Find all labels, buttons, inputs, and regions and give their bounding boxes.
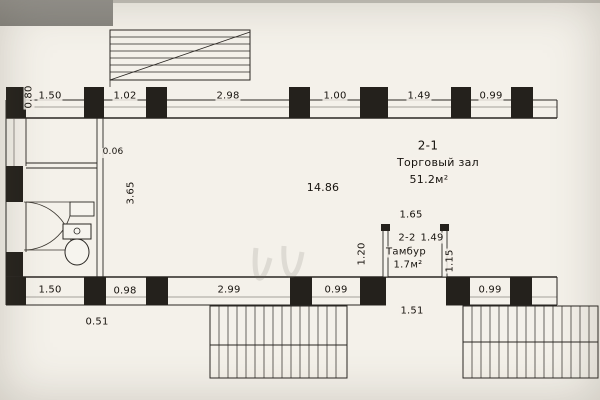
bottom-wall-piers: [6, 277, 532, 305]
scan-edge: [0, 0, 600, 3]
toilet-button: [73, 227, 81, 235]
dim-top-3: 2.98: [215, 90, 241, 102]
dim-entry-width: 1.51: [399, 305, 425, 317]
dim-top-0: 0.80: [23, 84, 35, 110]
room-area-vestibule: 1.7м²: [392, 259, 424, 271]
toilet-bowl: [64, 238, 90, 266]
interior-partitions: [26, 118, 104, 277]
dim-top-2: 1.02: [112, 90, 138, 102]
room-number-main: 2-1: [416, 138, 440, 153]
room-number-vestibule: 2-2: [397, 232, 417, 244]
stairs-bottom-center: [209, 305, 348, 379]
watermark-smudge: [252, 245, 305, 281]
dim-bottom-3: 0.99: [323, 284, 349, 296]
toilet-fixtures: [62, 201, 95, 266]
dim-top-4: 1.00: [322, 90, 348, 102]
stairs-bottom-right: [462, 305, 599, 379]
sink: [69, 201, 95, 217]
room-name-vestibule: Тамбур: [384, 246, 428, 258]
bottom-wall: [6, 276, 558, 306]
dim-bottom-2: 2.99: [216, 284, 242, 296]
left-wall-piers: [6, 166, 23, 277]
stairs-top: [109, 29, 251, 87]
room-area-main: 51.2м²: [408, 172, 450, 187]
dim-vestibule-width: 1.65: [398, 209, 424, 221]
dim-top-5: 1.49: [406, 90, 432, 102]
dim-top-1: 1.50: [37, 90, 63, 102]
top-wall-piers: [6, 87, 533, 118]
dim-top-6: 0.99: [478, 90, 504, 102]
dim-partition-offset: 0.06: [101, 147, 125, 158]
dim-bottom-4: 0.99: [477, 284, 503, 296]
dim-bottom-0: 1.50: [37, 284, 63, 296]
dim-vestibule-aux: 1.49: [419, 232, 445, 244]
dim-hall-width: 3.65: [125, 180, 137, 206]
dim-vestibule-depth-right: 1.15: [444, 248, 456, 274]
dim-vestibule-depth-left: 1.20: [356, 241, 368, 267]
dim-hall-length: 14.86: [305, 180, 341, 195]
left-wall: [5, 100, 27, 305]
room-name-main: Торговый зал: [396, 155, 480, 170]
dim-bottom-1: 0.98: [112, 285, 138, 297]
scan-corner: [0, 0, 113, 26]
top-wall: [6, 87, 558, 119]
dim-pier-width: 0.51: [84, 316, 110, 328]
